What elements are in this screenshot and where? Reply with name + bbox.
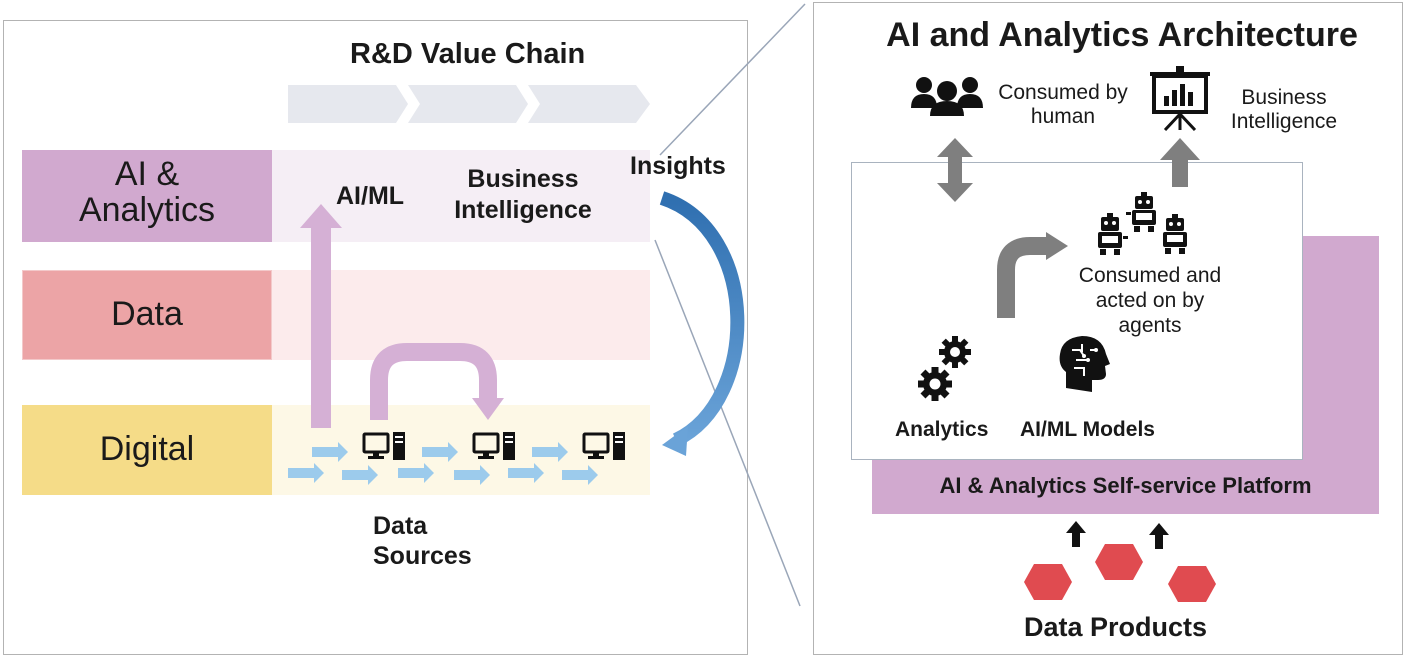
zoom-line-bottom — [654, 239, 801, 607]
users-icon — [911, 77, 983, 116]
gears-icon — [918, 336, 971, 401]
computer-icon-1 — [362, 432, 405, 460]
flow-arrows-top — [312, 442, 568, 462]
data-loop-arrowhead — [472, 398, 504, 420]
digital-row-label — [22, 405, 272, 495]
data-up-arrow-1 — [1066, 521, 1086, 547]
chevron-3 — [528, 85, 650, 123]
bi-label-1: Business — [467, 165, 579, 193]
aiml-up-arrow — [300, 204, 342, 428]
value-chain-title: R&D Value Chain — [350, 38, 586, 70]
agents-arrowhead — [1046, 232, 1068, 260]
data-row-label — [22, 270, 272, 360]
digital-row-text: Digital — [99, 430, 195, 468]
insights-label: Insights — [630, 152, 726, 180]
aiml-models-label: AI/ML Models — [1020, 418, 1155, 441]
hexagon-1 — [1024, 564, 1072, 600]
data-up-arrow-2 — [1149, 523, 1169, 549]
consumed-human-1: Consumed by — [998, 81, 1128, 104]
robot-icon-2 — [1126, 192, 1156, 232]
chevron-1 — [288, 85, 408, 123]
flow-arrows-bottom — [288, 463, 598, 485]
data-loop-arrow — [370, 343, 497, 420]
ai-row-text-2: Analytics — [78, 191, 216, 229]
hexagon-2 — [1095, 544, 1143, 580]
bi-label-2: Intelligence — [454, 196, 592, 224]
chevron-2 — [408, 85, 528, 123]
insights-curve-arrow — [659, 191, 745, 447]
aiml-label: AI/ML — [336, 182, 405, 210]
insights-arrowhead — [662, 426, 688, 456]
data-row-text: Data — [111, 295, 183, 333]
bi-right-1: Business — [1241, 86, 1327, 109]
robot-icon-3 — [1163, 214, 1187, 254]
computer-icon-2 — [472, 432, 515, 460]
agents-label-2: acted on by — [1095, 289, 1205, 312]
data-product-hexagons — [1024, 544, 1216, 602]
agents-curved-arrow — [997, 237, 1048, 318]
analytics-inner-box — [851, 162, 1303, 460]
platform-label: AI & Analytics Self-service Platform — [939, 473, 1312, 498]
ai-head-icon — [1059, 336, 1110, 392]
data-sources-label-1: Data — [373, 512, 428, 540]
hexagon-3 — [1168, 566, 1216, 602]
bi-right-2: Intelligence — [1230, 110, 1338, 133]
data-products-label: Data Products — [1024, 612, 1208, 642]
agents-label-3: agents — [1118, 314, 1182, 337]
agents-label-1: Consumed and — [1078, 264, 1222, 287]
data-sources-label-2: Sources — [373, 542, 472, 570]
ai-row-text-1: AI & — [114, 155, 180, 193]
value-chain-chevrons — [288, 85, 650, 123]
zoom-line-top — [659, 3, 806, 156]
ai-analytics-row-label — [22, 150, 272, 242]
architecture-title: AI and Analytics Architecture — [886, 16, 1358, 54]
robot-icon-1 — [1098, 213, 1128, 255]
bi-up-arrow — [1160, 138, 1200, 187]
presentation-chart-icon — [1150, 66, 1210, 132]
consumed-human-2: human — [1030, 105, 1096, 128]
analytics-label: Analytics — [895, 418, 989, 441]
computer-icon-3 — [582, 432, 625, 460]
human-double-arrow — [937, 138, 973, 202]
